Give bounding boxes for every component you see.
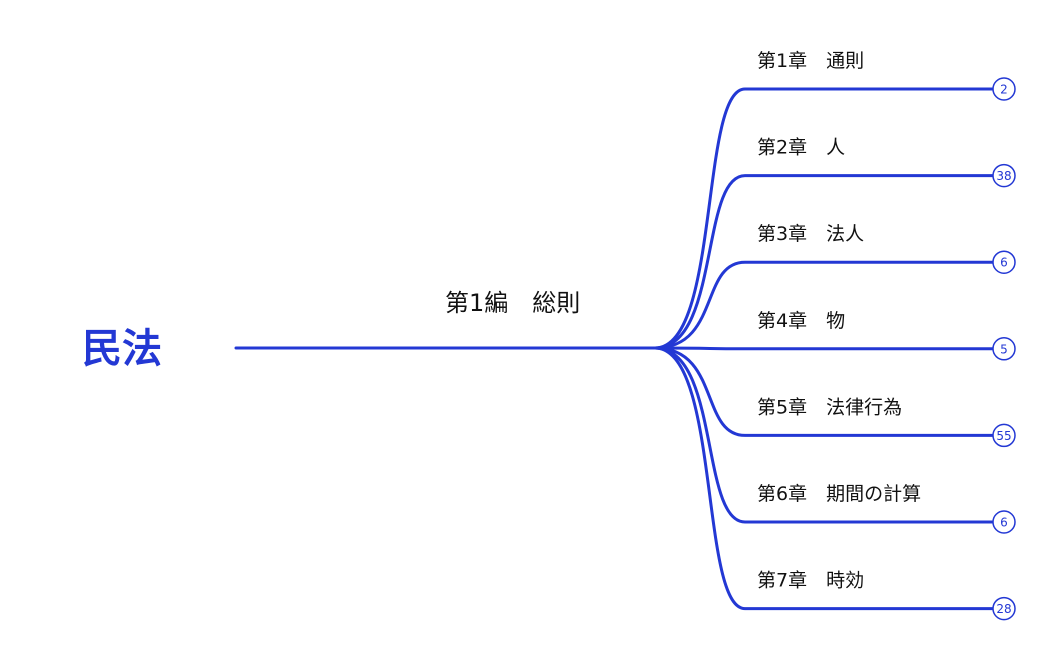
count-badge-value: 6: [1000, 256, 1008, 270]
chapter-edge: [653, 346, 995, 524]
chapter-node[interactable]: 第7章 時効 28: [757, 570, 1016, 621]
count-badge-value: 6: [1000, 516, 1008, 530]
chapter-node[interactable]: 第5章 法律行為 55: [757, 396, 1016, 448]
chapter-node[interactable]: 第2章 人 38: [757, 137, 1016, 188]
chapter-label[interactable]: 第1章 通則: [757, 50, 864, 72]
count-badge-circle: [992, 510, 1016, 534]
count-badge-circle: [992, 337, 1016, 361]
count-badge-value: 5: [1000, 342, 1008, 356]
count-badge-value: 55: [996, 429, 1011, 443]
chapter-edge: [653, 87, 995, 350]
count-badge[interactable]: 55: [992, 423, 1016, 448]
count-badge-circle: [992, 596, 1016, 621]
chapter-label[interactable]: 第6章 期間の計算: [757, 483, 921, 505]
count-badge-value: 28: [996, 602, 1011, 616]
chapter-label[interactable]: 第5章 法律行為: [757, 396, 902, 418]
chapter-node[interactable]: 第1章 通則 2: [757, 50, 1016, 101]
count-badge-circle: [992, 423, 1016, 448]
chapter-list: 第1章 通則 2 第2章 人 38 第3章 法人 6 第4章 物 5 第5章 法律行為 55 第6章…: [757, 50, 1016, 621]
part-node-label[interactable]: 第1編 総則: [445, 289, 580, 317]
chapter-label[interactable]: 第4章 物: [757, 310, 845, 332]
count-badge-value: 2: [1000, 83, 1008, 97]
chapter-label[interactable]: 第2章 人: [757, 137, 845, 159]
count-badge[interactable]: 5: [992, 337, 1016, 361]
chapter-label[interactable]: 第3章 法人: [757, 223, 864, 245]
count-badge-value: 38: [996, 169, 1011, 183]
chapter-node[interactable]: 第4章 物 5: [757, 310, 1016, 361]
mindmap-edges: [234, 87, 995, 611]
count-badge[interactable]: 38: [992, 163, 1016, 188]
count-badge[interactable]: 6: [992, 250, 1016, 274]
chapter-edge: [653, 346, 995, 611]
count-badge[interactable]: 6: [992, 510, 1016, 534]
chapter-label[interactable]: 第7章 時効: [757, 570, 864, 592]
count-badge-circle: [992, 77, 1016, 101]
count-badge-circle: [992, 163, 1016, 188]
chapter-edge: [653, 174, 995, 350]
count-badge-circle: [992, 250, 1016, 274]
chapter-edge: [653, 346, 995, 437]
chapter-node[interactable]: 第6章 期間の計算 6: [757, 483, 1016, 534]
count-badge[interactable]: 2: [992, 77, 1016, 101]
chapter-node[interactable]: 第3章 法人 6: [757, 223, 1016, 274]
chapter-edge: [653, 346, 995, 351]
chapter-edge: [653, 260, 995, 350]
count-badge[interactable]: 28: [992, 596, 1016, 621]
root-node-label[interactable]: 民法: [82, 326, 162, 372]
